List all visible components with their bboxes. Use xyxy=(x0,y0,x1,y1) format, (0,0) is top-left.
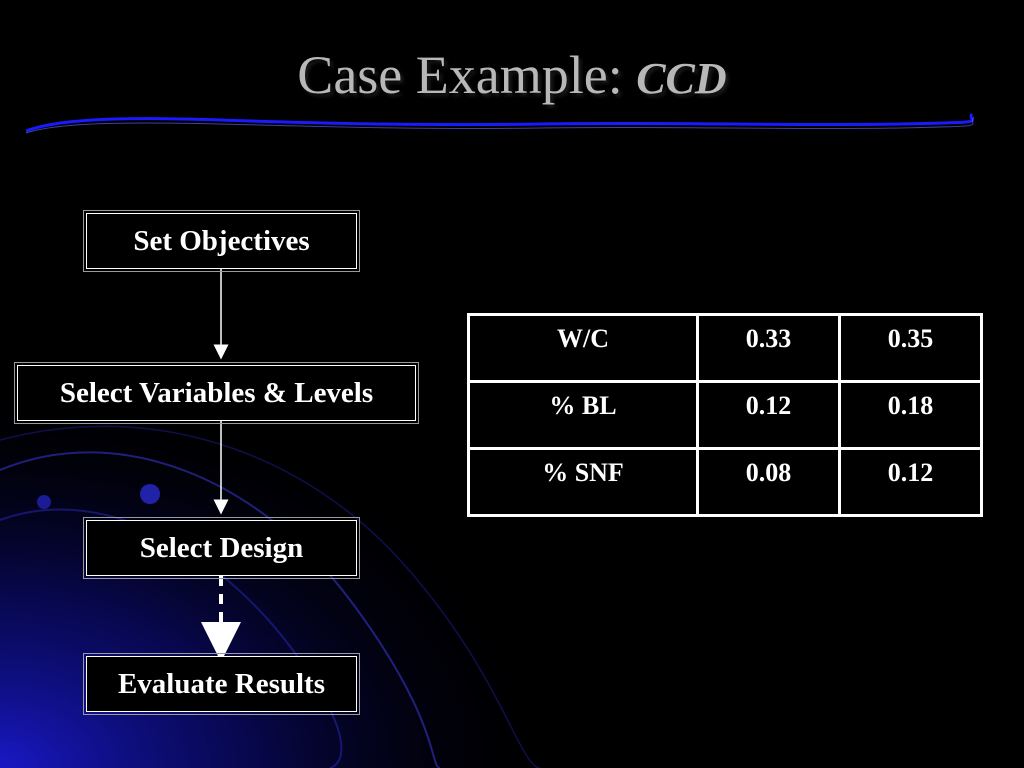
table-cell: % SNF xyxy=(467,447,699,517)
table-cell: 0.12 xyxy=(696,380,841,450)
table-row: % BL 0.12 0.18 xyxy=(467,380,983,450)
table-cell: 0.18 xyxy=(838,380,983,450)
table-cell: 0.12 xyxy=(838,447,983,517)
step-evaluate-results: Evaluate Results xyxy=(83,653,360,715)
table-row: W/C 0.33 0.35 xyxy=(467,313,983,383)
table-cell: 0.33 xyxy=(696,313,841,383)
slide-title: Case Example: CCD xyxy=(0,40,1024,114)
title-underline xyxy=(25,113,975,134)
step-select-variables: Select Variables & Levels xyxy=(14,362,419,424)
table-cell: % BL xyxy=(467,380,699,450)
decor-dot xyxy=(37,495,51,509)
table-cell: W/C xyxy=(467,313,699,383)
decor-arc xyxy=(0,425,541,768)
step-set-objectives: Set Objectives xyxy=(83,210,360,272)
decor-arc xyxy=(0,508,343,768)
title-emphasis-text: CCD xyxy=(636,54,727,103)
step-select-design: Select Design xyxy=(83,517,360,579)
levels-table: W/C 0.33 0.35 % BL 0.12 0.18 % SNF 0.08 … xyxy=(467,313,983,517)
table-cell: 0.35 xyxy=(838,313,983,383)
decor-dot xyxy=(140,484,160,504)
table-cell: 0.08 xyxy=(696,447,841,517)
title-main-text: Case Example: xyxy=(297,45,637,105)
table-row: % SNF 0.08 0.12 xyxy=(467,447,983,517)
